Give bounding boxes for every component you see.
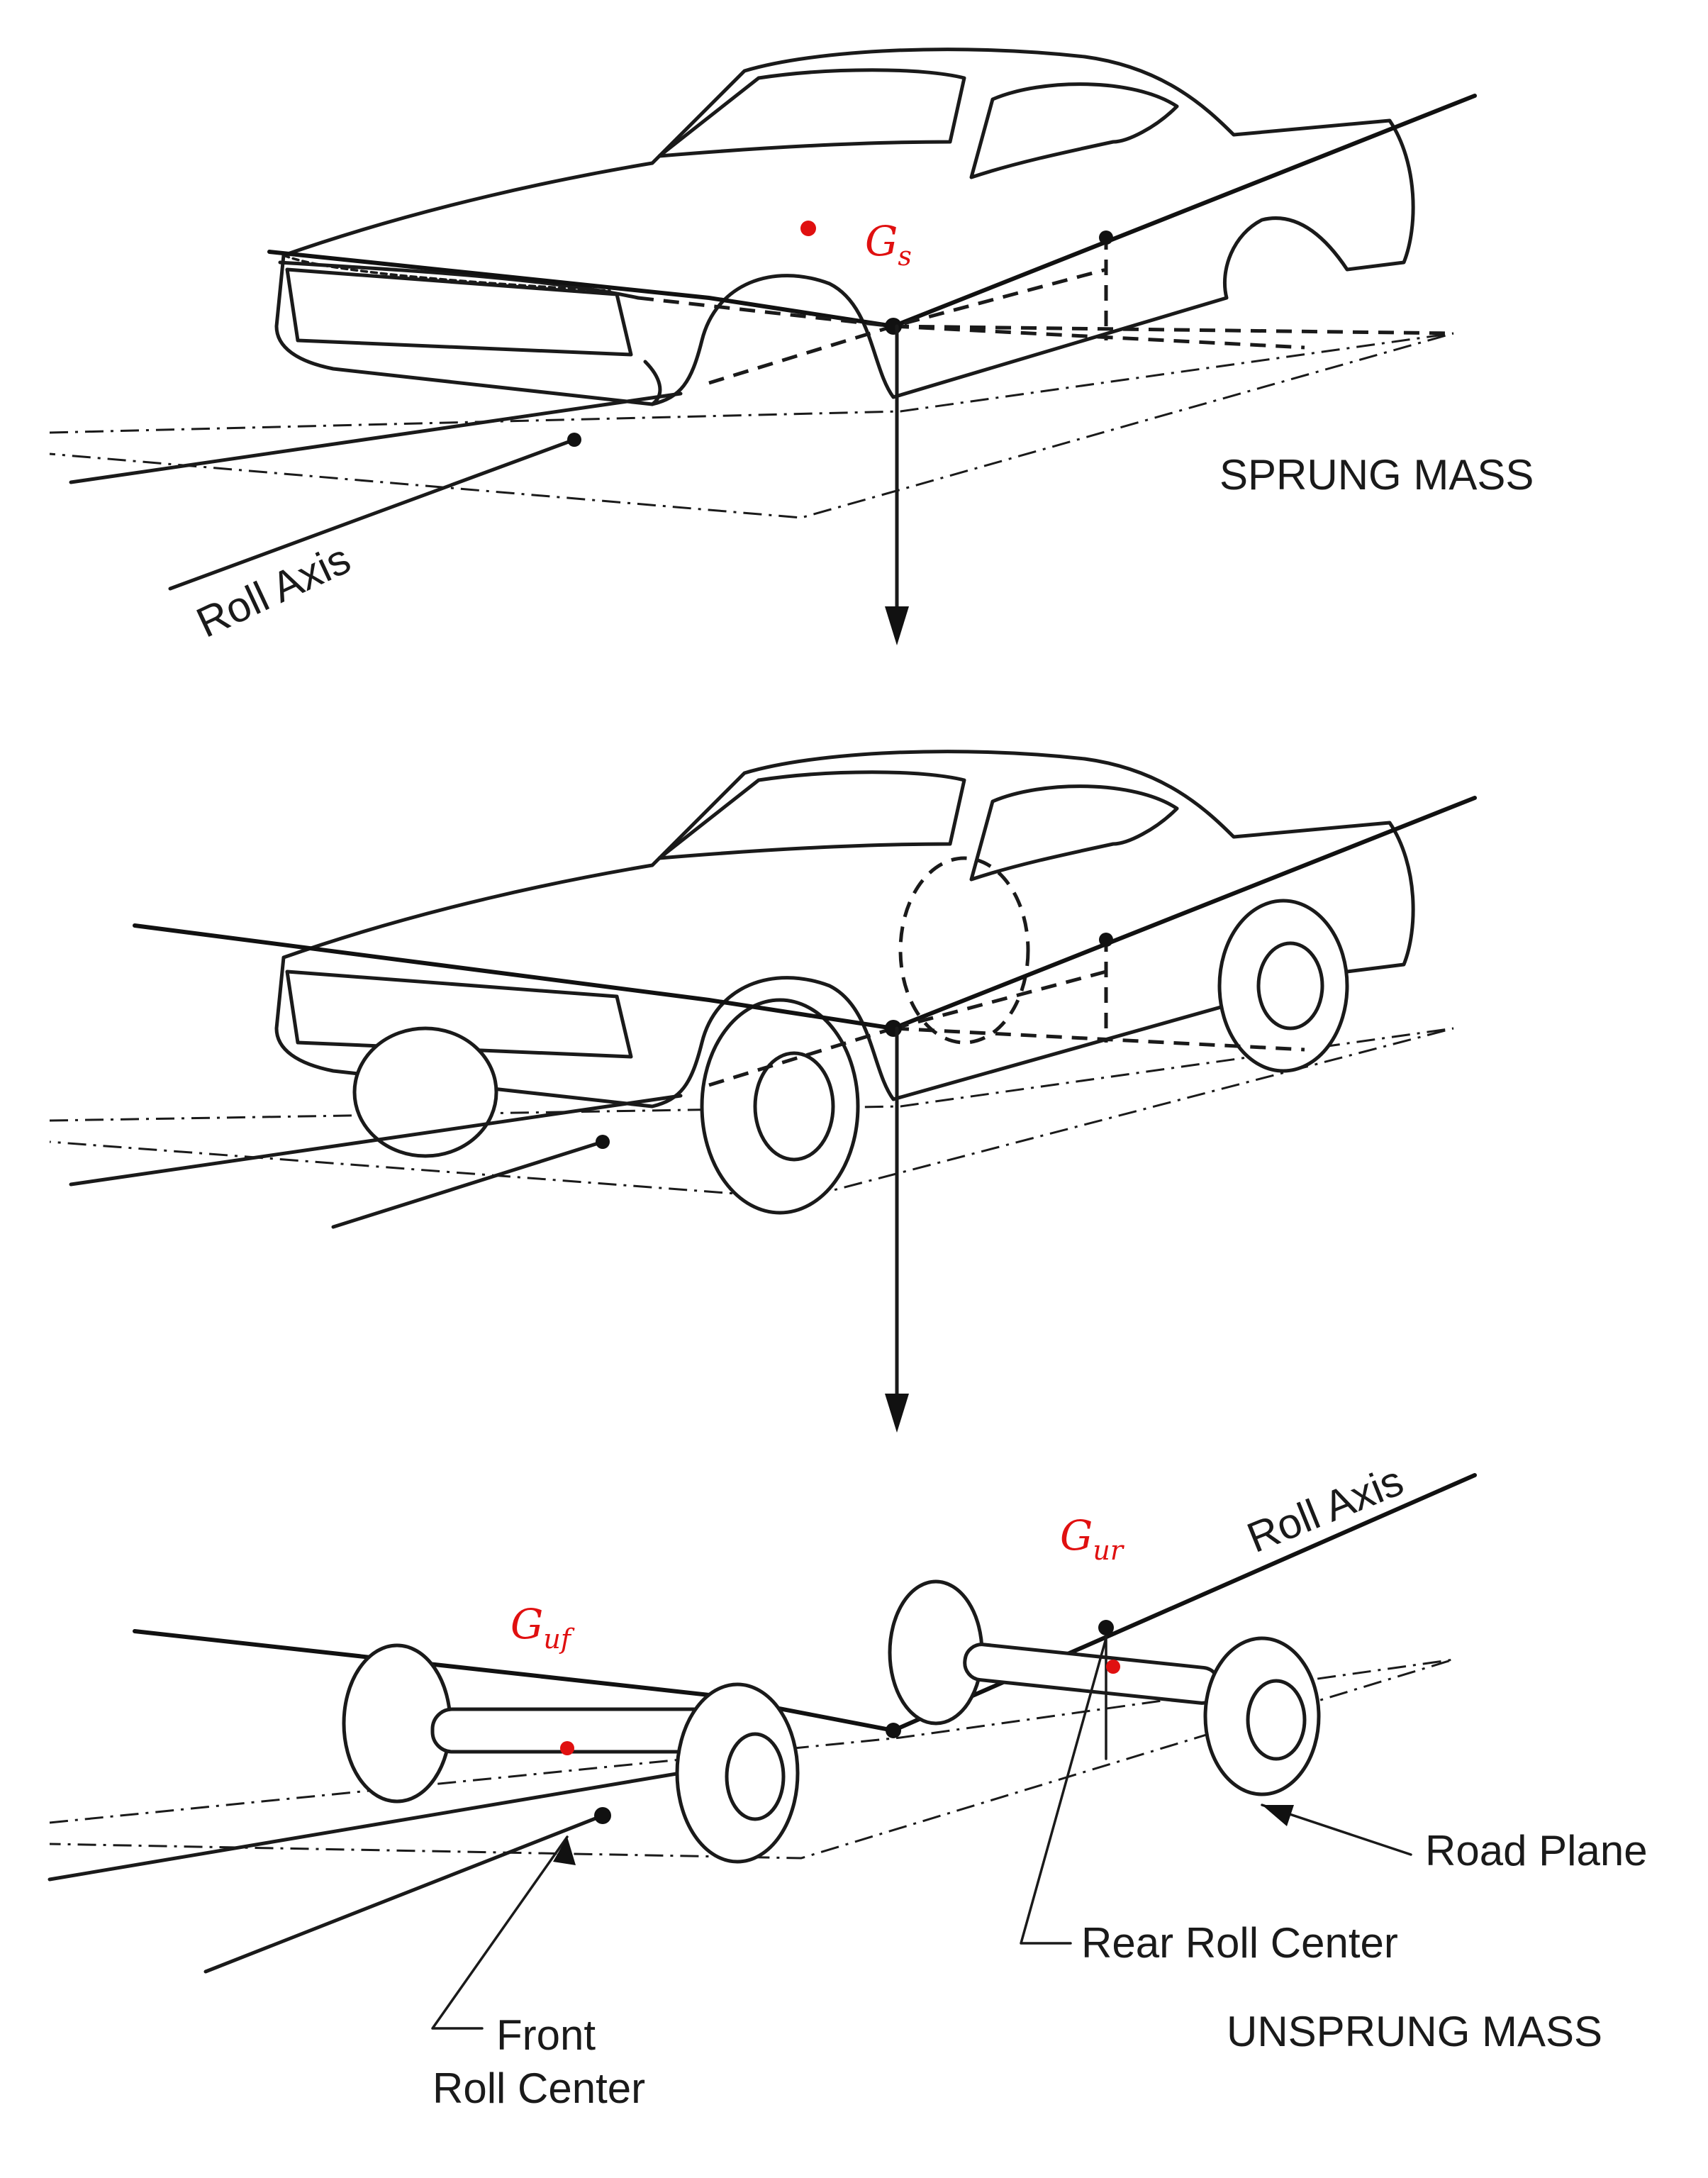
sprung-mass-panel: Gs SPRUNG MASS Roll Axis <box>49 48 1534 647</box>
front-right-wheel-mid <box>700 998 860 1215</box>
rear-roll-center-leader <box>1020 1637 1107 1945</box>
rear-axle-assembly <box>888 1579 1321 1796</box>
combined-vehicle-panel <box>49 750 1477 1433</box>
road-plane-label: Road Plane <box>1425 1827 1648 1874</box>
front-roll-center-label-line2: Roll Center <box>432 2065 645 2112</box>
rear-axle-shaft <box>963 1643 1221 1705</box>
roll-axis-line-top <box>267 94 1477 329</box>
road-plane-outline-bottom <box>49 1658 1454 1860</box>
front-roll-center-dot <box>594 1807 611 1824</box>
front-axle-assembly <box>342 1643 800 1864</box>
gs-label: Gs <box>865 217 912 272</box>
unsprung-mass-panel: Guf Gur Roll Axis Road Plane Rear Roll C… <box>48 1457 1648 2112</box>
front-roll-center-leader <box>431 1835 569 2030</box>
front-left-wheel-mid <box>352 1026 498 1158</box>
gur-label: Gur <box>1060 1511 1125 1566</box>
road-plane-outline-top <box>49 332 1454 519</box>
gur-dot <box>1106 1660 1120 1674</box>
roll-center-dot-top <box>885 318 902 335</box>
car-body-sprung <box>274 48 1415 406</box>
guf-dot <box>560 1741 574 1755</box>
rear-roll-center-dot <box>1098 1620 1114 1635</box>
sprung-cg-dot <box>800 221 816 236</box>
front-roll-center-label-line1: Front <box>496 2011 596 2059</box>
arrow-head-1 <box>885 606 909 645</box>
unsprung-mass-label: UNSPRUNG MASS <box>1227 2008 1602 2055</box>
front-right-wheel <box>675 1682 800 1864</box>
roll-axis-label-bottom: Roll Axis <box>1241 1457 1410 1562</box>
arrow-head-2 <box>885 1394 909 1433</box>
sprung-mass-label: SPRUNG MASS <box>1219 451 1534 499</box>
rear-right-wheel-mid <box>1217 899 1349 1073</box>
road-plane-outline-mid <box>49 1027 1454 1200</box>
roll-axis-line-mid <box>133 796 1477 1031</box>
rear-roll-center-label: Rear Roll Center <box>1081 1919 1398 1967</box>
guf-label: Guf <box>510 1600 575 1655</box>
front-axle-shaft <box>430 1707 718 1754</box>
rear-right-wheel <box>1203 1636 1321 1796</box>
